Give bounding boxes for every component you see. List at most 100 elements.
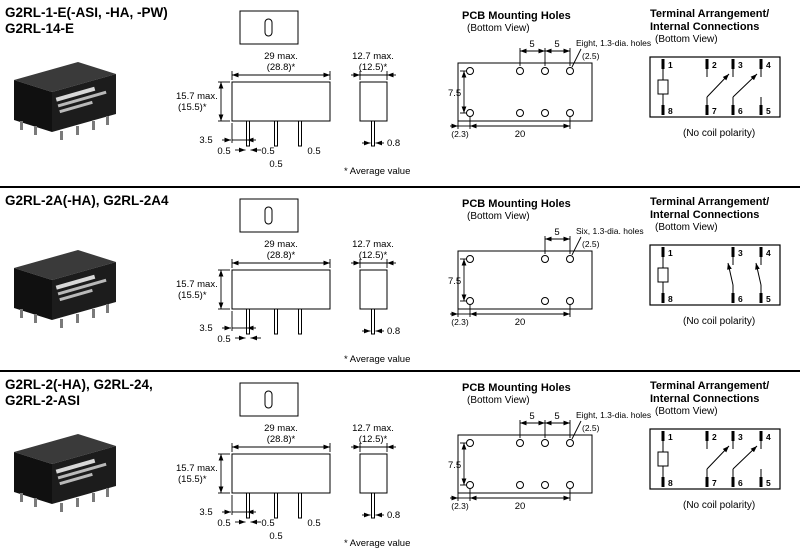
dim-height-avg-label: (15.5)*: [178, 102, 207, 113]
pin-number: 2: [712, 60, 717, 70]
end-view: 12.7 max. (12.5)* 0.8: [351, 51, 400, 149]
pcb-holes-subtitle: (Bottom View): [467, 210, 530, 222]
dim-pin-c-label: 0.5: [307, 518, 320, 529]
dim-height-avg-label: (15.5)*: [178, 290, 207, 301]
pin-number: 1: [668, 432, 673, 442]
relay-print: [55, 86, 107, 114]
relay-pins: [20, 304, 109, 328]
pin-number: 1: [668, 60, 673, 70]
dim-width-label: 29 max.: [264, 51, 298, 62]
dim-5b-label: 5: [554, 39, 559, 50]
holes-count-label: Eight, 1.3-dia. holes: [576, 410, 651, 420]
dim-depth-avg-label: (12.5)*: [359, 434, 388, 445]
pcb-holes: [466, 255, 574, 305]
side-view-body: [231, 81, 331, 147]
side-view-body: [231, 269, 331, 335]
dim-end-pin-label: 0.8: [387, 510, 400, 521]
dim-2-5-label: (2.5): [582, 51, 600, 61]
model-title-line1: G2RL-1-E(-ASI, -HA, -PW): [5, 5, 168, 20]
coil-symbol: [657, 59, 669, 115]
terminal-box: [649, 428, 781, 490]
terminal-diagram: 1 2 3 4 8 7 6 5: [649, 428, 781, 490]
dim-end-pin-label: 0.8: [387, 138, 400, 149]
terminal-diagram: 1 2 3 4 8 7 6 5: [649, 56, 781, 118]
dim-pin-center-label: 0.5: [269, 159, 282, 170]
average-value-note: * Average value: [344, 538, 410, 549]
no-coil-polarity-note: (No coil polarity): [683, 500, 756, 511]
pcb-dimensions: 5 5 Eight, 1.3-dia. holes (2.5) 7.5 20 (…: [448, 410, 651, 512]
dim-20-label: 20: [515, 317, 526, 328]
relay-pins: [20, 488, 109, 512]
terminal-title-line2: Internal Connections: [650, 208, 760, 221]
dim-pin-a-label: 0.5: [217, 518, 230, 529]
side-view-dimensions: 29 max. (28.8)* 15.7 max. (15.5)* 3.5 0.…: [176, 239, 331, 345]
dim-height-label: 15.7 max.: [176, 279, 218, 290]
pcb-holes-drawing: 5 5 Eight, 1.3-dia. holes (2.5) 7.5 20 (…: [448, 410, 651, 512]
terminal-header: Terminal Arrangement/ Internal Connectio…: [650, 196, 769, 234]
model-title-line2: G2RL-2-ASI: [5, 392, 81, 408]
average-value-note: * Average value: [344, 354, 410, 365]
contact-symbols: [705, 431, 763, 487]
pin-number: 4: [766, 432, 771, 442]
pcb-dimensions: 5 Six, 1.3-dia. holes (2.5) 7.5 20 (2.3): [448, 226, 644, 328]
dim-5a-label: 5: [529, 411, 534, 422]
pin-number: 8: [668, 478, 673, 488]
dim-7-5-label: 7.5: [448, 276, 461, 287]
dimension-drawing: 29 max. (28.8)* 15.7 max. (15.5)* 3.5 0.…: [176, 239, 410, 365]
dim-height-label: 15.7 max.: [176, 463, 218, 474]
side-view-dimensions: 29 max. (28.8)* 15.7 max. (15.5)* 3.5 0.…: [176, 51, 331, 170]
dim-7-5-label: 7.5: [448, 88, 461, 99]
section-divider: [0, 186, 800, 188]
contact-symbols: [705, 59, 763, 115]
terminal-box: [649, 56, 781, 118]
pcb-holes: [466, 67, 574, 117]
top-view-drawing: [239, 382, 299, 417]
dim-2-5-label: (2.5): [582, 239, 600, 249]
dim-2-3-label: (2.3): [451, 317, 469, 327]
pcb-holes-title: PCB Mounting Holes: [462, 382, 571, 394]
pin-number: 5: [766, 478, 771, 488]
relay-print: [55, 458, 107, 486]
model-title-line1: G2RL-2(-HA), G2RL-24,: [5, 377, 153, 392]
terminal-title-line2: Internal Connections: [650, 20, 760, 33]
relay-print: [55, 274, 107, 302]
terminal-header: Terminal Arrangement/ Internal Connectio…: [650, 380, 769, 418]
dim-depth-label: 12.7 max.: [352, 423, 394, 434]
pin-number: 3: [738, 60, 743, 70]
relay-photo: [14, 250, 116, 328]
dim-height-avg-label: (15.5)*: [178, 474, 207, 485]
pin-number: 1: [668, 248, 673, 258]
section-divider: [0, 370, 800, 372]
terminal-box: [649, 244, 781, 306]
dim-depth-label: 12.7 max.: [352, 239, 394, 250]
pin-number: 6: [738, 478, 743, 488]
dim-end-pin-label: 0.8: [387, 326, 400, 337]
pcb-holes: [466, 439, 574, 489]
model-title: G2RL-2(-HA), G2RL-24, G2RL-2-ASI: [5, 377, 153, 409]
pcb-outline: [457, 434, 593, 494]
pin-number: 8: [668, 106, 673, 116]
dim-5a-label: 5: [529, 39, 534, 50]
relay-photo: [14, 62, 116, 140]
dim-width-label: 29 max.: [264, 239, 298, 250]
dim-width-avg-label: (28.8)*: [267, 62, 296, 73]
pin-number: 2: [712, 432, 717, 442]
no-coil-polarity-note: (No coil polarity): [683, 316, 756, 327]
pcb-holes-subtitle: (Bottom View): [467, 394, 530, 406]
model-title-line2: G2RL-14-E: [5, 20, 75, 36]
dimension-drawing: 29 max. (28.8)* 15.7 max. (15.5)* 3.5 0.…: [176, 51, 410, 177]
dim-width-label: 29 max.: [264, 423, 298, 434]
pcb-holes-subtitle: (Bottom View): [467, 22, 530, 34]
pcb-holes-drawing: 5 5 Eight, 1.3-dia. holes (2.5) 7.5 20 (…: [448, 38, 651, 140]
section-g2rl-1e: G2RL-1-E(-ASI, -HA, -PW) G2RL-14-E: [0, 0, 800, 186]
dim-edge-label: 3.5: [199, 507, 212, 518]
dim-2-5-label: (2.5): [582, 423, 600, 433]
pcb-holes-header: PCB Mounting Holes (Bottom View): [462, 382, 571, 407]
dim-7-5-label: 7.5: [448, 460, 461, 471]
section-g2rl-2a: G2RL-2A(-HA), G2RL-2A4: [0, 188, 800, 374]
pcb-holes-header: PCB Mounting Holes (Bottom View): [462, 10, 571, 35]
dim-pin-a-label: 0.5: [217, 334, 230, 345]
coil-symbol: [657, 247, 669, 303]
dim-5b-label: 5: [554, 227, 559, 238]
